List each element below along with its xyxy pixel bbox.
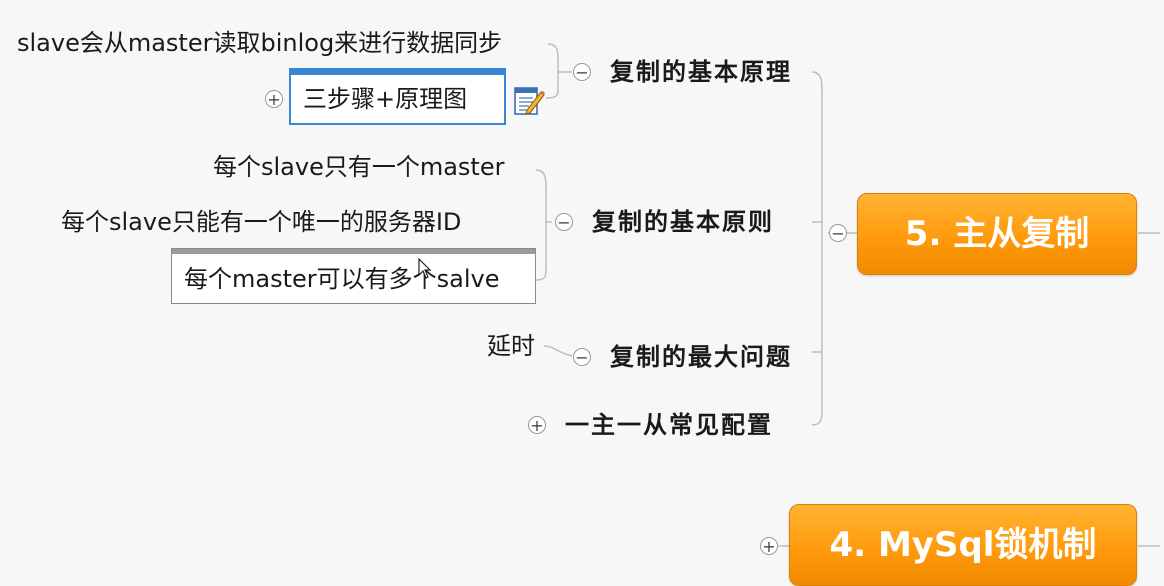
- expand-toggle-config[interactable]: +: [528, 416, 546, 434]
- rule-item-3-box[interactable]: 每个master可以有多个salve: [171, 248, 536, 304]
- collapse-toggle-rules[interactable]: −: [555, 213, 573, 231]
- rule-item-3-label: 每个master可以有多个salve: [184, 265, 500, 293]
- box-titlebar: [172, 249, 535, 254]
- central-topic-replication[interactable]: 5. 主从复制: [857, 193, 1137, 275]
- collapse-toggle-central[interactable]: −: [829, 224, 847, 242]
- central-topic-lock[interactable]: 4. MySql锁机制: [789, 504, 1137, 586]
- problem-detail-text[interactable]: 延时: [487, 332, 535, 360]
- topic-common-config[interactable]: 一主一从常见配置: [565, 411, 773, 439]
- expand-toggle-lock[interactable]: +: [760, 537, 778, 555]
- topic-basic-principle[interactable]: 复制的基本原理: [610, 58, 792, 86]
- collapse-toggle-problem[interactable]: −: [573, 348, 591, 366]
- principle-box-label: 三步骤+原理图: [303, 85, 468, 113]
- connector-lines: [535, 43, 1160, 547]
- box-titlebar: [291, 70, 504, 75]
- principle-box-selected[interactable]: 三步骤+原理图: [289, 68, 506, 125]
- note-icon[interactable]: [513, 84, 545, 115]
- note-pencil-icon: [514, 87, 545, 115]
- topic-biggest-problem[interactable]: 复制的最大问题: [610, 343, 792, 371]
- central-topic-lock-label: 4. MySql锁机制: [829, 525, 1097, 565]
- rule-item-2[interactable]: 每个slave只能有一个唯一的服务器ID: [61, 208, 462, 236]
- collapse-toggle-principle[interactable]: −: [573, 63, 591, 81]
- topic-basic-rules[interactable]: 复制的基本原则: [592, 208, 774, 236]
- central-topic-replication-label: 5. 主从复制: [904, 214, 1090, 254]
- principle-detail-text[interactable]: slave会从master读取binlog来进行数据同步: [17, 29, 503, 57]
- expand-toggle-principle-box[interactable]: +: [265, 90, 283, 108]
- mouse-cursor-icon: [418, 258, 432, 279]
- rule-item-1[interactable]: 每个slave只有一个master: [213, 153, 505, 181]
